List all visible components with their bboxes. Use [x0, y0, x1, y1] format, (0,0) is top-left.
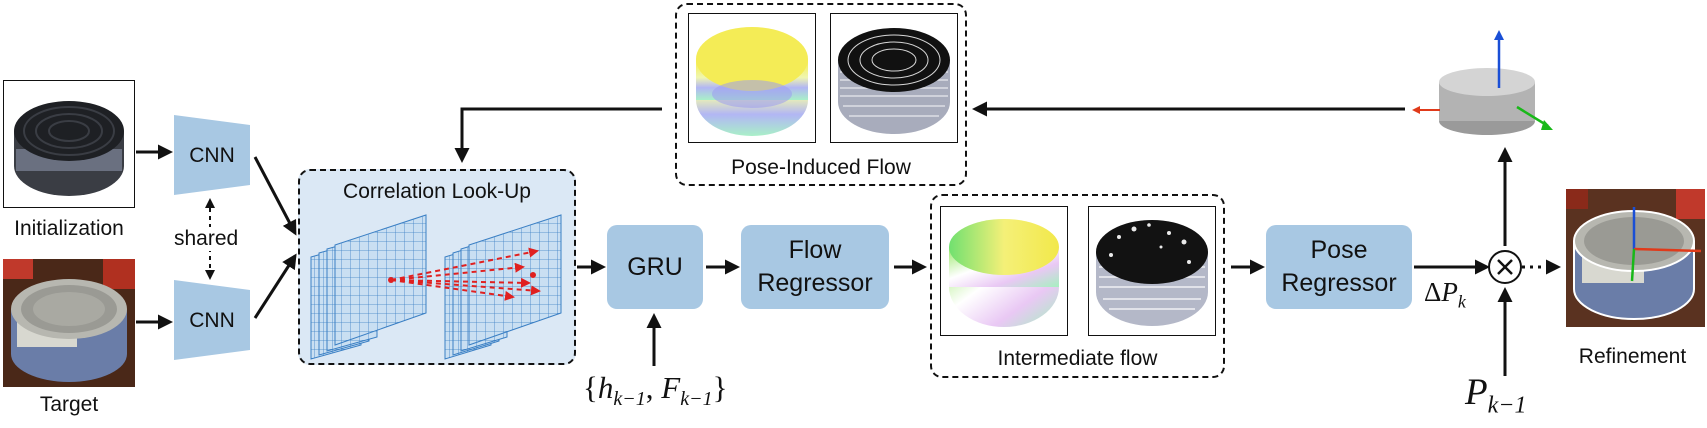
flow-regressor-line2: Regressor — [757, 269, 873, 297]
initialization-image — [3, 80, 135, 208]
delta-pose-symbol: P — [1441, 277, 1458, 307]
cnn-encoder-bottom: CNN — [174, 280, 250, 360]
previous-pose-symbol: P — [1465, 372, 1488, 413]
pose-regressor-line2: Regressor — [1281, 269, 1397, 297]
times-icon — [1497, 259, 1513, 275]
pose-regressor-module: Pose Regressor — [1266, 225, 1412, 309]
cnn-top-label: CNN — [189, 144, 235, 167]
target-image — [3, 259, 135, 387]
delta-prefix: Δ — [1424, 277, 1442, 307]
refined-pose-overlay-icon — [1566, 189, 1705, 327]
flow-mask-icon — [1096, 220, 1208, 326]
hidden-close-brace: } — [712, 370, 728, 405]
refinement-image — [1566, 189, 1705, 327]
refinement-label: Refinement — [1578, 345, 1687, 368]
gru-module: GRU — [607, 225, 703, 309]
tuna-can-render-icon — [14, 101, 124, 196]
pose-induced-flow-mask-image — [830, 13, 958, 143]
hidden-separator: , — [645, 370, 662, 405]
3d-model-with-axes — [1412, 30, 1553, 135]
hidden-open-brace: { — [583, 370, 598, 405]
intermediate-flow-block — [930, 194, 1225, 378]
correlation-title: Correlation Look-Up — [343, 180, 531, 203]
hidden-h-symbol: h — [597, 370, 614, 405]
flow-regressor-line1: Flow — [788, 236, 842, 264]
pose-regressor-line1: Pose — [1310, 236, 1368, 264]
pose-induced-flow-color-image — [688, 13, 816, 143]
cnn-encoder-top: CNN — [174, 115, 250, 195]
gru-label: GRU — [627, 252, 683, 281]
shared-label: shared — [172, 227, 241, 251]
arrow-cnn-top-to-corr — [253, 156, 297, 236]
initialization-label: Initialization — [14, 217, 124, 240]
hidden-f-subscript: k−1 — [680, 388, 713, 411]
arrow-cnn-bottom-to-corr — [253, 253, 297, 319]
correlation-volume-illustration — [310, 214, 562, 360]
previous-pose-label: Pk−1 — [1465, 370, 1526, 428]
pose-flow-mask-icon — [838, 28, 950, 134]
pose-induced-flow-block — [675, 3, 967, 186]
target-label: Target — [39, 393, 99, 416]
flow-colorwheel-icon — [949, 219, 1059, 327]
previous-pose-subscript: k−1 — [1487, 392, 1527, 419]
cnn-bottom-label: CNN — [189, 309, 235, 332]
tuna-can-photo-icon — [3, 259, 135, 387]
hidden-h-subscript: k−1 — [613, 388, 646, 411]
delta-pose-subscript: k — [1457, 291, 1466, 312]
arrow-poseflow-to-corr — [454, 107, 662, 163]
intermediate-flow-color-image — [940, 206, 1068, 336]
flow-regressor-module: Flow Regressor — [741, 225, 889, 309]
hidden-state-input: {hk−1, Fk−1} — [583, 368, 727, 419]
delta-pose-label: ΔPk — [1424, 277, 1466, 312]
intermediate-flow-label: Intermediate flow — [997, 347, 1158, 370]
pose-flow-colorwheel-icon — [696, 27, 808, 136]
pose-induced-flow-label: Pose-Induced Flow — [731, 156, 911, 179]
intermediate-flow-mask-image — [1088, 206, 1216, 336]
hidden-f-symbol: F — [661, 370, 681, 405]
compose-operator — [1488, 250, 1522, 284]
